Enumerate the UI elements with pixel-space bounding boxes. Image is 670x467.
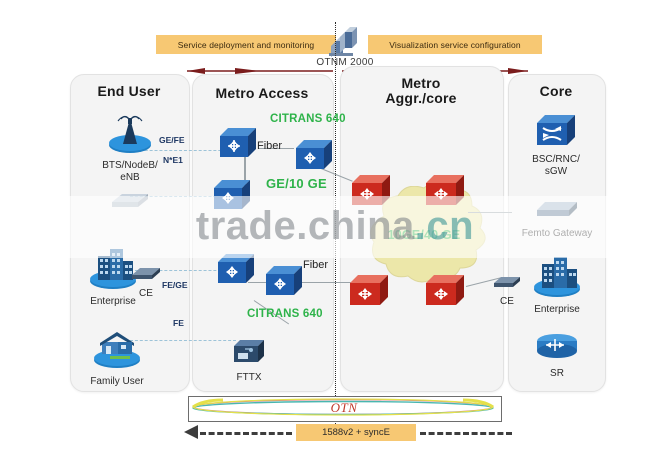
panel-title-end-user: End User [97, 83, 161, 99]
link-bts-to-access [130, 150, 236, 151]
panel-title-metro-aggr-line2: Aggr./core [385, 90, 457, 106]
node-bts-nodeb-enb: BTS/NodeB/ eNB [84, 112, 176, 183]
product-label-citrans-640-top: CITRANS 640 [270, 113, 346, 125]
link-access-internal-2 [248, 282, 276, 283]
node-femto-gateway: Femto Gateway [520, 198, 594, 239]
node-label-bsc-line2: sGW [544, 166, 568, 177]
node-label-bsc-line1: BSC/RNC/ [532, 154, 580, 165]
node-access-switch-5 [264, 264, 304, 303]
otn-label: OTN [330, 400, 358, 415]
product-label-citrans-640-bottom: CITRANS 640 [247, 308, 323, 320]
node-label-fttx: FTTX [236, 372, 262, 383]
node-end-user-device-faded [92, 186, 168, 217]
node-label-femto-gateway: Femto Gateway [521, 228, 593, 239]
blue-switch-icon [218, 254, 254, 283]
red-router-icon [426, 275, 464, 305]
blue-switch-icon [296, 140, 332, 169]
office-building-icon [90, 249, 136, 289]
node-label-bts-line1: BTS/NodeB/ [102, 160, 158, 171]
blue-switch-icon [266, 266, 302, 295]
ce-switch-icon [112, 194, 148, 207]
link-enterprise-to-access [130, 270, 236, 271]
node-label-sr: SR [550, 368, 564, 379]
interface-label-n-e1: N*E1 [163, 155, 183, 165]
banner-visualization-config: Visualization service configuration [368, 35, 542, 54]
panel-title-metro-access: Metro Access [215, 85, 309, 101]
node-label-enterprise-left: Enterprise [90, 296, 136, 307]
link-access-internal-1 [244, 156, 246, 188]
ce-switch-icon [494, 277, 520, 287]
sync-label: 1588v2 + syncE [296, 424, 416, 441]
management-system-label: OTNM 2000 [316, 57, 374, 68]
gateway-icon [537, 202, 577, 216]
panel-title-core: Core [539, 83, 573, 99]
interface-label-fe: FE [173, 318, 184, 328]
capacity-label-10ge-40ge: 10GE/40 GE [387, 228, 461, 242]
otn-layer-box [188, 396, 502, 422]
node-access-switch-2 [294, 138, 334, 177]
arrow-management-left [185, 63, 335, 74]
node-family-user: Family User [76, 326, 158, 387]
node-aggr-router-3 [348, 272, 390, 313]
node-ce-right: CE [490, 272, 524, 307]
link-access-fiber-bottom [300, 282, 358, 283]
service-router-icon [537, 334, 577, 358]
blue-switch-icon [220, 128, 256, 157]
node-sr: SR [534, 332, 580, 379]
node-aggr-router-2 [424, 172, 466, 213]
node-label-enterprise-core: Enterprise [534, 304, 580, 315]
interface-label-fe-ge: FE/GE [162, 280, 188, 290]
office-building-icon [534, 257, 580, 297]
media-label-fiber-bottom: Fiber [303, 259, 329, 271]
interface-label-ge-fe: GE/FE [159, 135, 185, 145]
node-bsc-rnc-sgw: BSC/RNC/ sGW [520, 112, 592, 177]
node-label-ce-right: CE [500, 296, 514, 307]
media-label-fiber-top: Fiber [257, 140, 283, 152]
node-fttx: FTTX [226, 338, 272, 383]
node-access-switch-4 [216, 252, 256, 291]
node-label-bts-line2: eNB [120, 172, 140, 183]
red-router-icon [426, 175, 464, 205]
fttx-device-icon [234, 340, 264, 362]
sync-line-right [420, 432, 512, 435]
link-family-to-access [130, 340, 236, 341]
blue-switch-icon [214, 180, 250, 209]
sync-line-left [200, 432, 292, 435]
link-aggr-to-core-top [468, 212, 512, 213]
section-divider [335, 22, 336, 432]
node-access-switch-1 [218, 126, 258, 165]
panel-title-metro-aggr-line1: Metro [401, 75, 441, 91]
node-enterprise-core: Enterprise [518, 252, 596, 315]
node-label-family-user: Family User [90, 376, 144, 387]
node-aggr-router-4 [424, 272, 466, 313]
banner-service-deployment: Service deployment and monitoring [156, 35, 336, 54]
core-switch-icon [537, 115, 575, 145]
node-aggr-router-1 [350, 172, 392, 213]
red-router-icon [352, 175, 390, 205]
node-label-ce-left: CE [139, 288, 153, 299]
sync-arrow-icon [184, 425, 198, 439]
house-icon [94, 332, 140, 368]
ce-switch-icon [132, 268, 160, 279]
node-enterprise-left: Enterprise [72, 244, 154, 307]
cell-tower-icon [109, 115, 151, 153]
node-access-switch-3 [212, 178, 252, 217]
node-ce-left: CE [126, 262, 166, 299]
link-access-fiber-top [258, 148, 294, 149]
red-router-icon [350, 275, 388, 305]
network-management-icon [327, 26, 361, 58]
capacity-label-ge-10ge: GE/10 GE [266, 176, 327, 191]
